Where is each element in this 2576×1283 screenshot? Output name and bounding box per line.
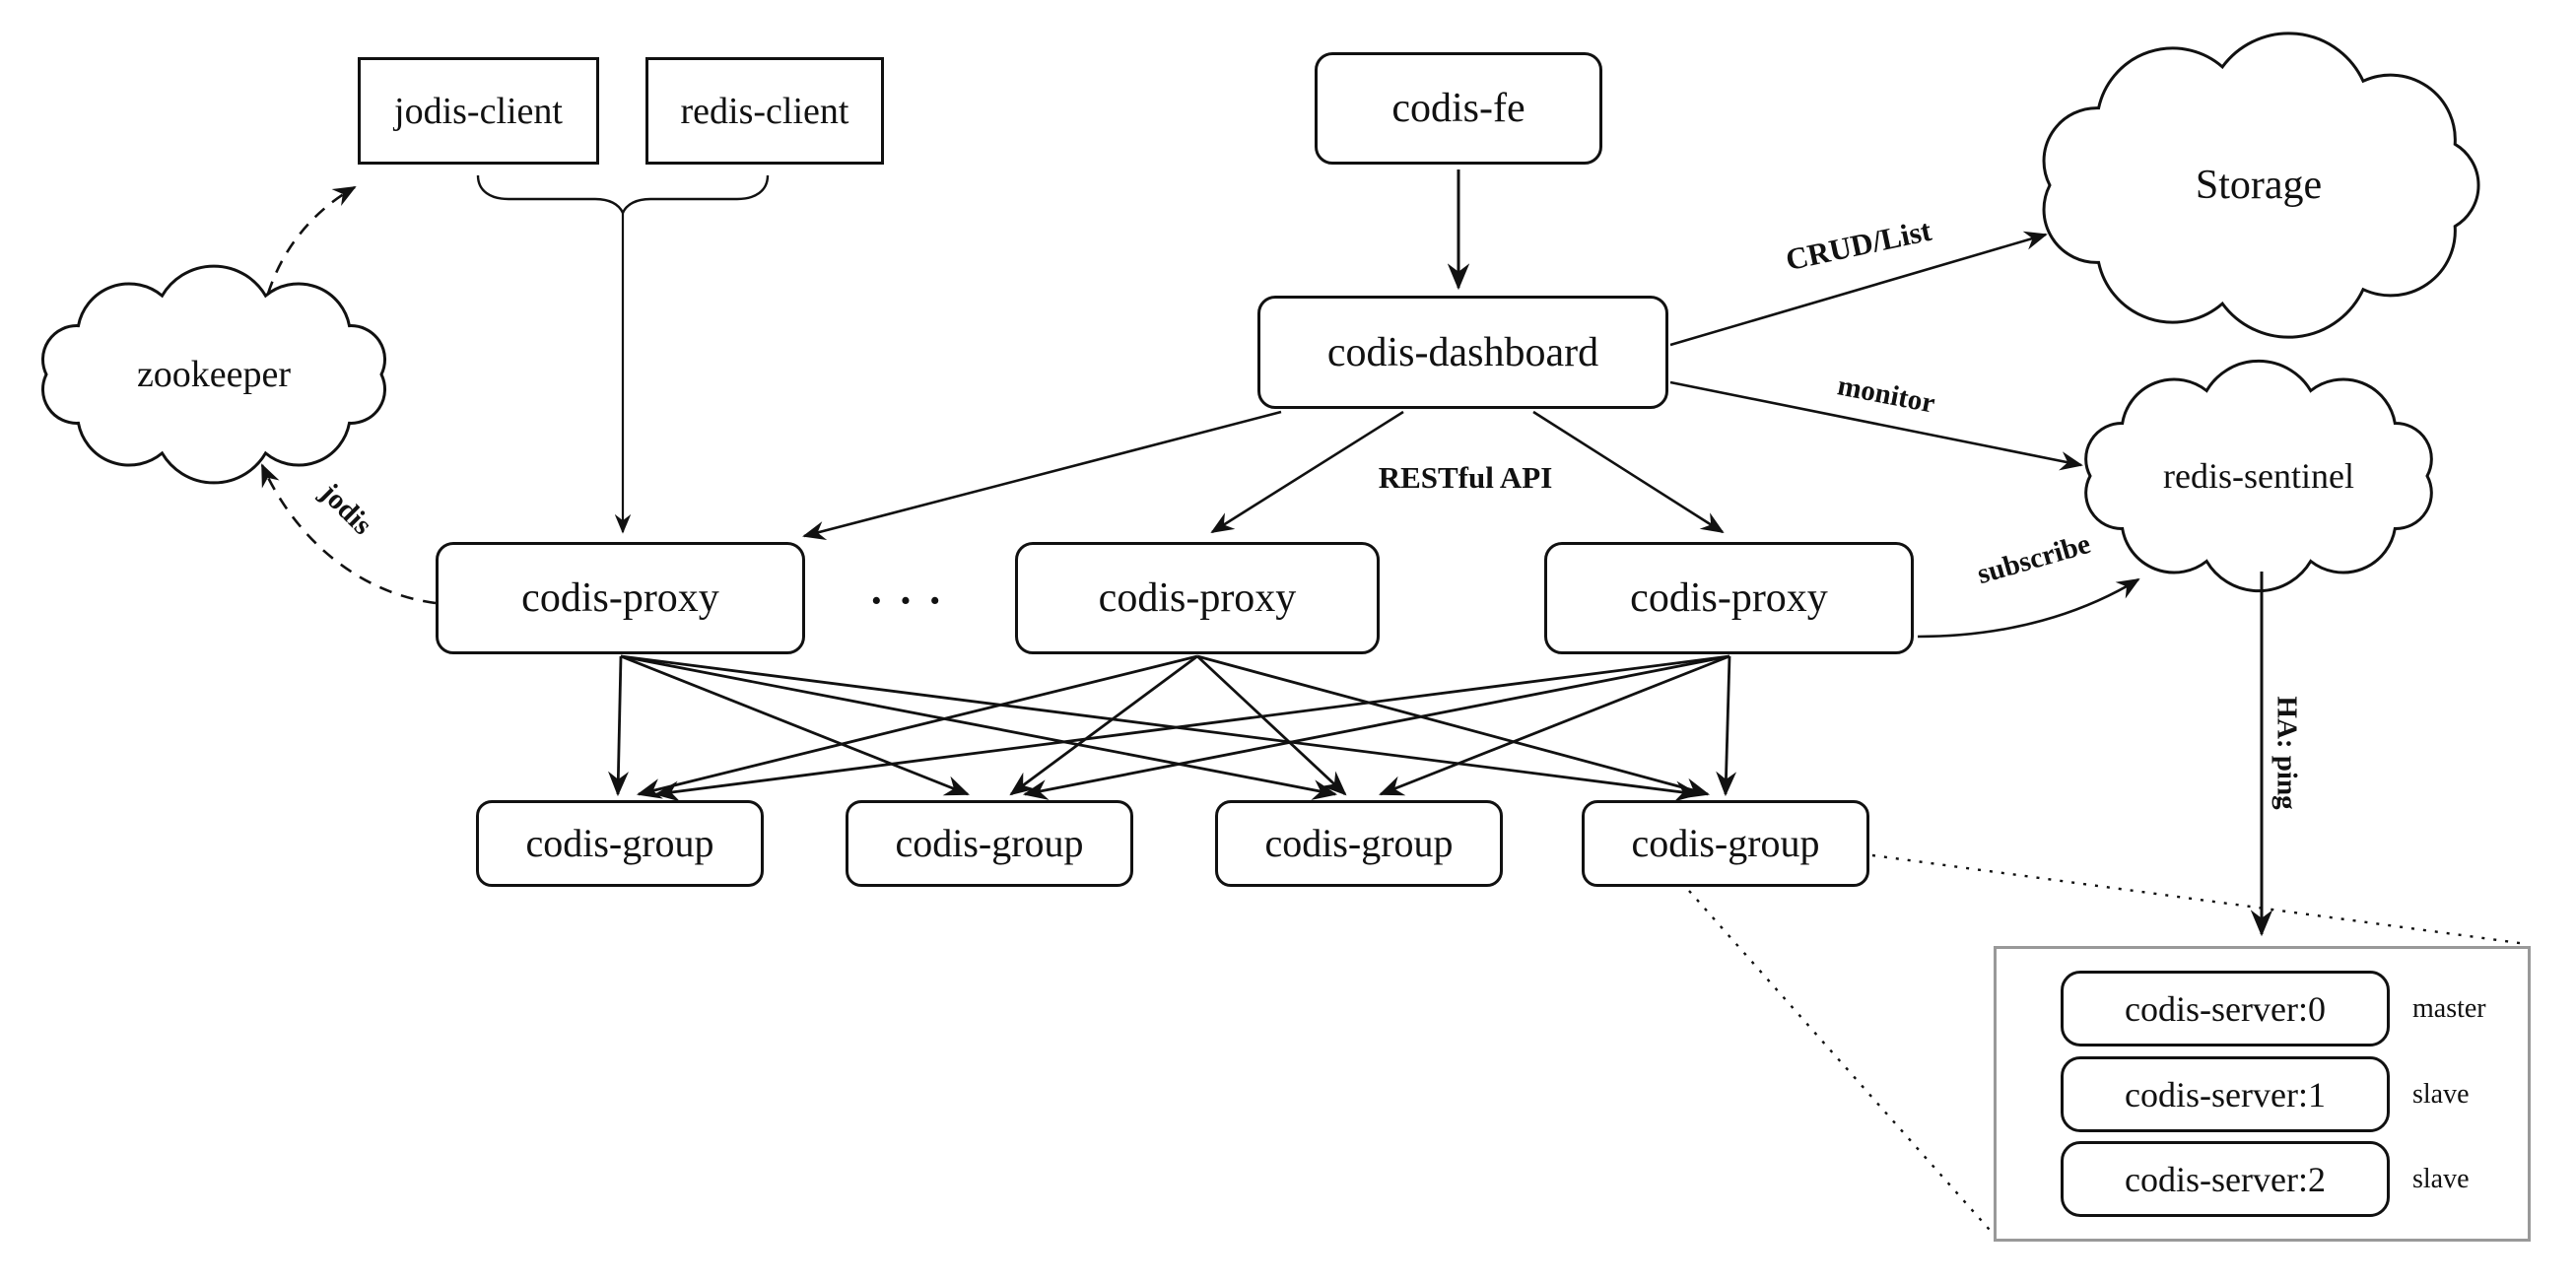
node-codis-server-1: codis-server:1 <box>2061 1056 2390 1132</box>
edge-proxy3-to-sentinel <box>1917 577 2140 639</box>
cloud-storage <box>2042 32 2480 339</box>
cloud-storage-label: Storage <box>2195 163 2323 208</box>
cloud-zookeeper <box>41 264 386 485</box>
brace-clients <box>476 174 770 216</box>
edge-proxy2-to-group4 <box>1196 654 1711 799</box>
edge-dashboard-to-proxy1 <box>802 410 1282 541</box>
node-codis-group-4: codis-group <box>1582 800 1869 887</box>
edge-proxy1-to-group4 <box>620 654 1701 802</box>
cloud-redis-sentinel <box>2084 359 2433 593</box>
node-codis-server-0: codis-server:0 <box>2061 971 2390 1047</box>
edge-group4-to-container-top <box>1871 853 2528 946</box>
cloud-zookeeper-label: zookeeper <box>136 354 292 395</box>
edge-proxy2-to-group1 <box>636 654 1198 799</box>
edge-proxy2-to-group2 <box>1009 654 1198 796</box>
node-codis-proxy-2: codis-proxy <box>1015 542 1380 654</box>
server-role-1: slave <box>2412 1078 2470 1110</box>
edge-proxy1-to-group3 <box>620 654 1338 800</box>
edge-proxy3-to-group3 <box>1379 654 1730 796</box>
node-codis-group-3: codis-group <box>1215 800 1503 887</box>
edge-dashboard-to-proxy2 <box>1210 410 1404 534</box>
servers-container: codis-server:0 master codis-server:1 sla… <box>1994 946 2531 1242</box>
node-codis-server-2: codis-server:2 <box>2061 1141 2390 1217</box>
edge-proxy3-to-group2 <box>1022 654 1730 800</box>
edge-zookeeper-to-jodis-client <box>266 185 357 295</box>
cloud-redis-sentinel-label: redis-sentinel <box>2163 456 2354 496</box>
node-codis-group-2: codis-group <box>846 800 1133 887</box>
node-jodis-client: jodis-client <box>358 57 599 165</box>
node-codis-fe: codis-fe <box>1315 52 1602 165</box>
edge-proxy3-to-group4 <box>1716 655 1737 797</box>
proxy-ellipsis: · · · <box>869 576 945 625</box>
node-codis-dashboard: codis-dashboard <box>1257 296 1668 409</box>
node-codis-group-1: codis-group <box>476 800 764 887</box>
edge-proxy1-to-group1 <box>607 655 629 797</box>
edge-group4-to-container-bottom <box>1688 890 1998 1239</box>
server-role-2: slave <box>2412 1163 2470 1194</box>
edge-proxy1-to-zookeeper <box>260 463 437 605</box>
edge-label-ha-ping: HA: ping <box>2271 696 2303 810</box>
edge-dashboard-to-storage <box>1669 231 2048 347</box>
edge-proxy1-to-group2 <box>620 654 970 796</box>
edge-proxy3-to-group1 <box>653 654 1730 802</box>
node-codis-proxy-3: codis-proxy <box>1544 542 1914 654</box>
edge-proxy2-to-group3 <box>1196 654 1347 796</box>
node-codis-proxy-1: codis-proxy <box>436 542 805 654</box>
server-role-0: master <box>2412 992 2486 1024</box>
edge-dashboard-to-proxy3 <box>1532 410 1725 534</box>
edge-dashboard-to-sentinel <box>1669 380 2083 471</box>
edge-label-restful-api: RESTful API <box>1378 460 1553 495</box>
node-redis-client: redis-client <box>645 57 884 165</box>
